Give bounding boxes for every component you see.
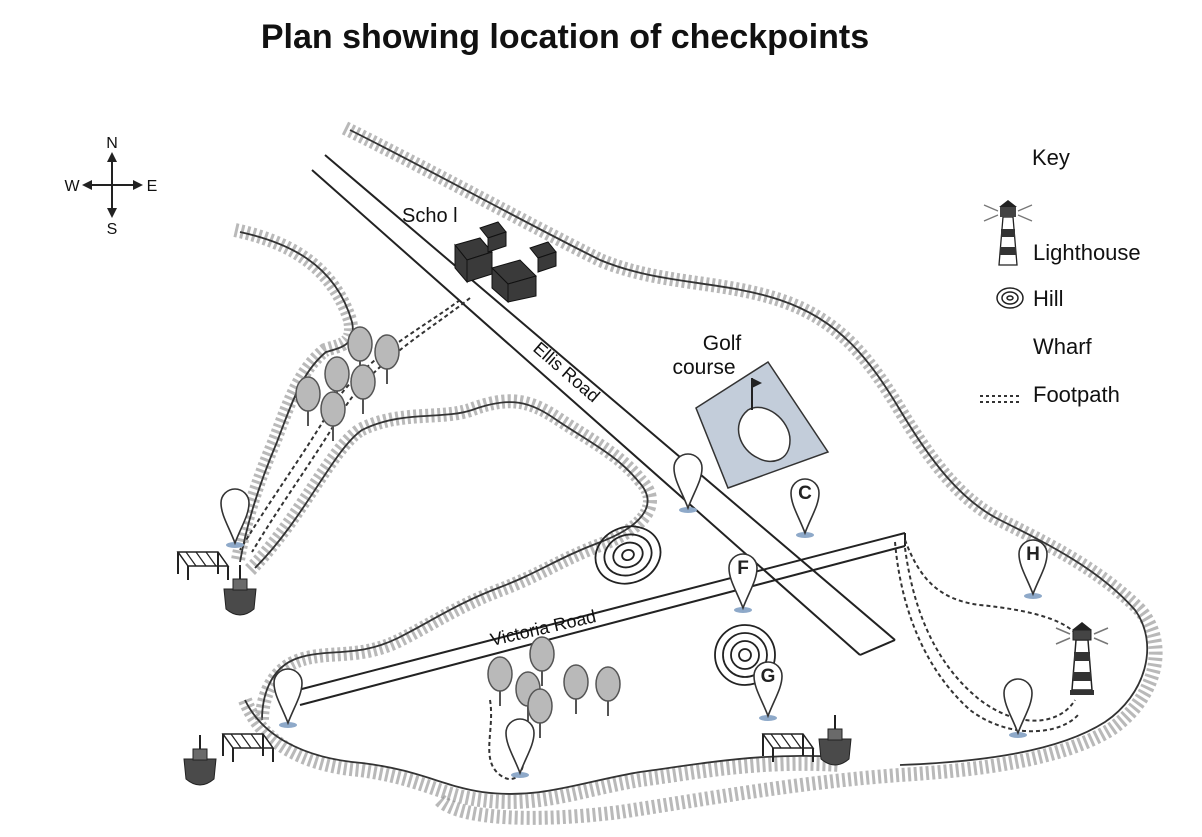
school-label: Scho l [402, 205, 458, 227]
victoria-road [297, 532, 906, 706]
hill-north [594, 525, 662, 585]
footpath-icon [980, 395, 1022, 403]
key-label-wharf: Wharf [1033, 334, 1093, 359]
checkpoint-pin-g: G [753, 661, 783, 722]
checkpoint-pin-f: F [728, 553, 758, 614]
west-arrow-icon [82, 180, 92, 190]
wharf-southwest [183, 733, 274, 786]
golf-course [695, 360, 830, 489]
hill-icon [996, 287, 1024, 309]
checkpoint-label: H [1026, 544, 1040, 565]
compass-west-label: W [64, 178, 80, 195]
compass-north-label: N [106, 135, 118, 152]
checkpoint-label: F [737, 558, 749, 579]
wharf-northwest [177, 551, 257, 616]
coastline-west [231, 223, 358, 563]
inner-lagoon [245, 394, 657, 721]
checkpoint-pin-west [273, 668, 303, 729]
key-label-lighthouse: Lighthouse [1033, 240, 1141, 265]
checkpoint-label: C [798, 483, 812, 504]
coastline-south [238, 697, 841, 809]
compass-south-label: S [107, 221, 118, 238]
checkpoint-label: G [761, 666, 776, 687]
compass-rose: N S W E [64, 135, 157, 238]
key-label-footpath: Footpath [1033, 382, 1120, 407]
key-label-hill: Hill [1033, 286, 1064, 311]
golf-course-label-line2: course [672, 356, 735, 379]
compass-east-label: E [147, 178, 158, 195]
checkpoint-pin-c: C [790, 478, 820, 539]
checkpoint-pin-h: H [1018, 539, 1048, 600]
checkpoint-pin-ellis [673, 453, 703, 514]
page-title: Plan showing location of checkpoints [260, 18, 870, 56]
hill-south [714, 624, 776, 686]
tree-cluster-south [487, 636, 621, 739]
lighthouse-icon [983, 200, 1033, 266]
north-arrow-icon [107, 152, 117, 162]
school-buildings [454, 221, 557, 304]
checkpoint-pin-south [505, 718, 535, 779]
key-heading: Key [1032, 145, 1070, 170]
ellis-road [311, 154, 896, 656]
lighthouse [1055, 622, 1109, 695]
south-arrow-icon [107, 208, 117, 218]
tree-cluster-northwest [295, 326, 400, 442]
map-key: Key Lighthouse Hill Wharf Footpath [980, 145, 1141, 407]
east-arrow-icon [133, 180, 143, 190]
golf-course-label-line1: Golf [703, 332, 742, 355]
coastline-northeast [341, 121, 1163, 825]
